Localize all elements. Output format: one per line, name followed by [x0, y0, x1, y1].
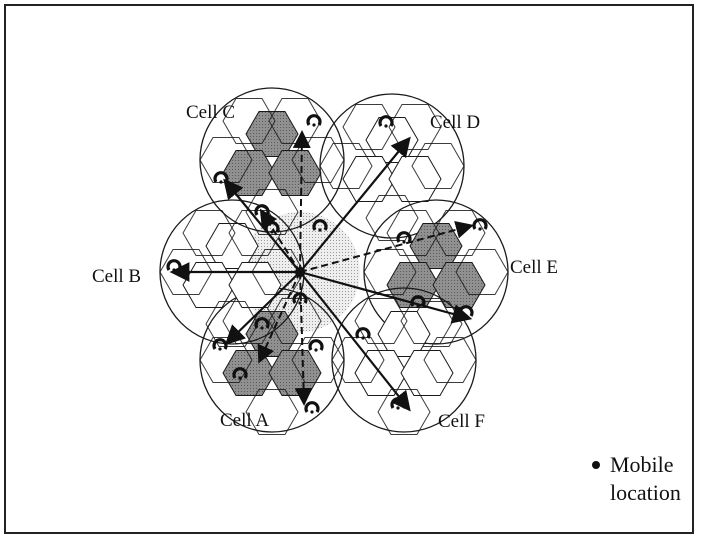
mobile-location-marker — [213, 171, 229, 184]
cell-d-label: Cell D — [430, 112, 480, 133]
signal-path-arrow — [299, 271, 411, 412]
cell-b-sector — [228, 262, 282, 308]
cell-e-sector — [386, 210, 440, 256]
cell-d-sector — [342, 156, 396, 202]
cell-b-label: Cell B — [92, 266, 141, 287]
central-mobile-dot — [295, 267, 305, 277]
cell-d-sector — [388, 156, 442, 202]
cell-c — [199, 87, 345, 235]
cell-f-sector — [400, 350, 454, 396]
cell-f-coverage-circle — [331, 287, 477, 433]
signal-path-arrow — [224, 271, 301, 346]
cell-c-sector — [245, 111, 299, 157]
cell-a-sector — [291, 337, 345, 383]
cell-e-label: Cell E — [510, 257, 558, 278]
signal-path-arrow-dashed — [257, 271, 301, 364]
cell-b-sector — [205, 301, 259, 347]
cell-a-sector — [268, 298, 322, 344]
legend-line-1: Mobile — [610, 452, 674, 477]
cell-f-sector — [377, 311, 431, 357]
mobile-location-marker — [254, 204, 270, 217]
mobile-location-marker — [292, 292, 308, 305]
cell-f-sector — [423, 337, 477, 383]
mobile-location-marker — [472, 218, 488, 231]
signal-path-arrow — [299, 270, 473, 324]
cell-c-sector — [222, 98, 276, 144]
cell-e-sector — [455, 249, 509, 295]
cell-d-sector — [342, 104, 396, 150]
cell-a-label: Cell A — [220, 410, 269, 431]
cell-c-sector — [245, 189, 299, 235]
cell-e — [363, 199, 509, 347]
mobile-location-marker — [304, 401, 320, 414]
cell-c-sector — [268, 150, 322, 196]
cell-b-sector — [182, 210, 236, 256]
cell-e-sector — [432, 210, 486, 256]
cell-f — [331, 287, 477, 435]
mobile-location-marker — [378, 115, 394, 128]
cell-a-sector — [268, 350, 322, 396]
signal-path-arrow — [299, 136, 411, 273]
mobile-location-marker — [306, 114, 322, 127]
cell-b-sector — [182, 262, 236, 308]
cell-b — [159, 199, 305, 347]
signal-path-arrow-dashed — [292, 130, 311, 273]
cell-d-sector — [411, 143, 465, 189]
mobile-location-marker — [166, 259, 182, 272]
mobile-location-marker — [212, 338, 228, 351]
cell-d-sector — [365, 195, 419, 241]
cell-f-label: Cell F — [438, 411, 485, 432]
mobile-location-marker — [312, 219, 328, 232]
mobile-location-legend-dot — [592, 461, 600, 469]
cell-d-coverage-circle — [319, 93, 465, 239]
legend-line-2: location — [610, 480, 681, 505]
cell-c-label: Cell C — [186, 102, 235, 123]
mobile-location-marker — [396, 231, 412, 244]
cell-d-sector — [388, 104, 442, 150]
mobile-location-marker — [232, 367, 248, 380]
mobile-location-marker — [254, 317, 270, 330]
cell-f-sector — [377, 389, 431, 435]
mobile-location-marker — [308, 339, 324, 352]
cell-c-sector — [291, 137, 345, 183]
signal-path-arrow-dashed — [259, 208, 301, 273]
cell-f-sector — [400, 298, 454, 344]
cell-a-sector — [245, 389, 299, 435]
cell-a-sector — [222, 350, 276, 396]
signal-path-arrow-dashed — [299, 220, 474, 273]
mobile-location-marker — [355, 327, 371, 340]
